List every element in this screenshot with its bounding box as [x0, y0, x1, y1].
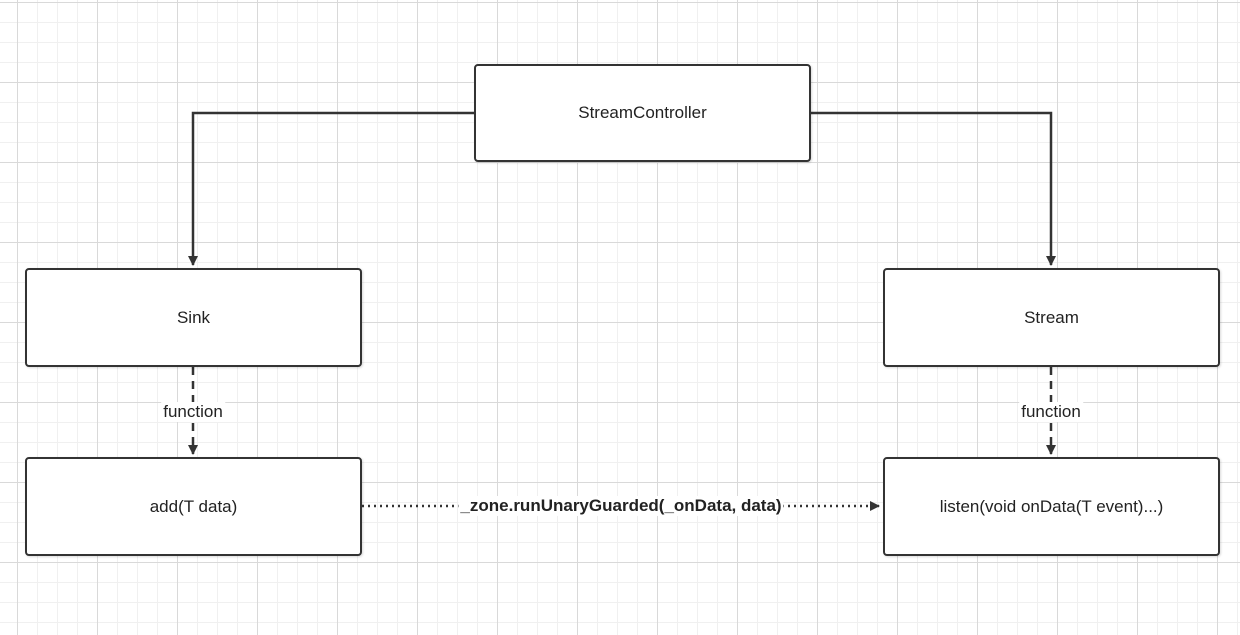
edge-controller-to-sink[interactable]	[188, 111, 474, 266]
edge-label-stream-function: function	[1019, 402, 1083, 422]
edge-label-sink-function: function	[161, 402, 225, 422]
node-add[interactable]: add(T data)	[25, 457, 362, 556]
edge-label-run-unary-guarded: _zone.runUnaryGuarded(_onData, data)	[458, 496, 784, 516]
node-listen[interactable]: listen(void onData(T event)...)	[883, 457, 1220, 556]
node-sink[interactable]: Sink	[25, 268, 362, 367]
edge-controller-to-stream[interactable]	[811, 111, 1056, 266]
node-stream[interactable]: Stream	[883, 268, 1220, 367]
node-stream-controller[interactable]: StreamController	[474, 64, 811, 162]
